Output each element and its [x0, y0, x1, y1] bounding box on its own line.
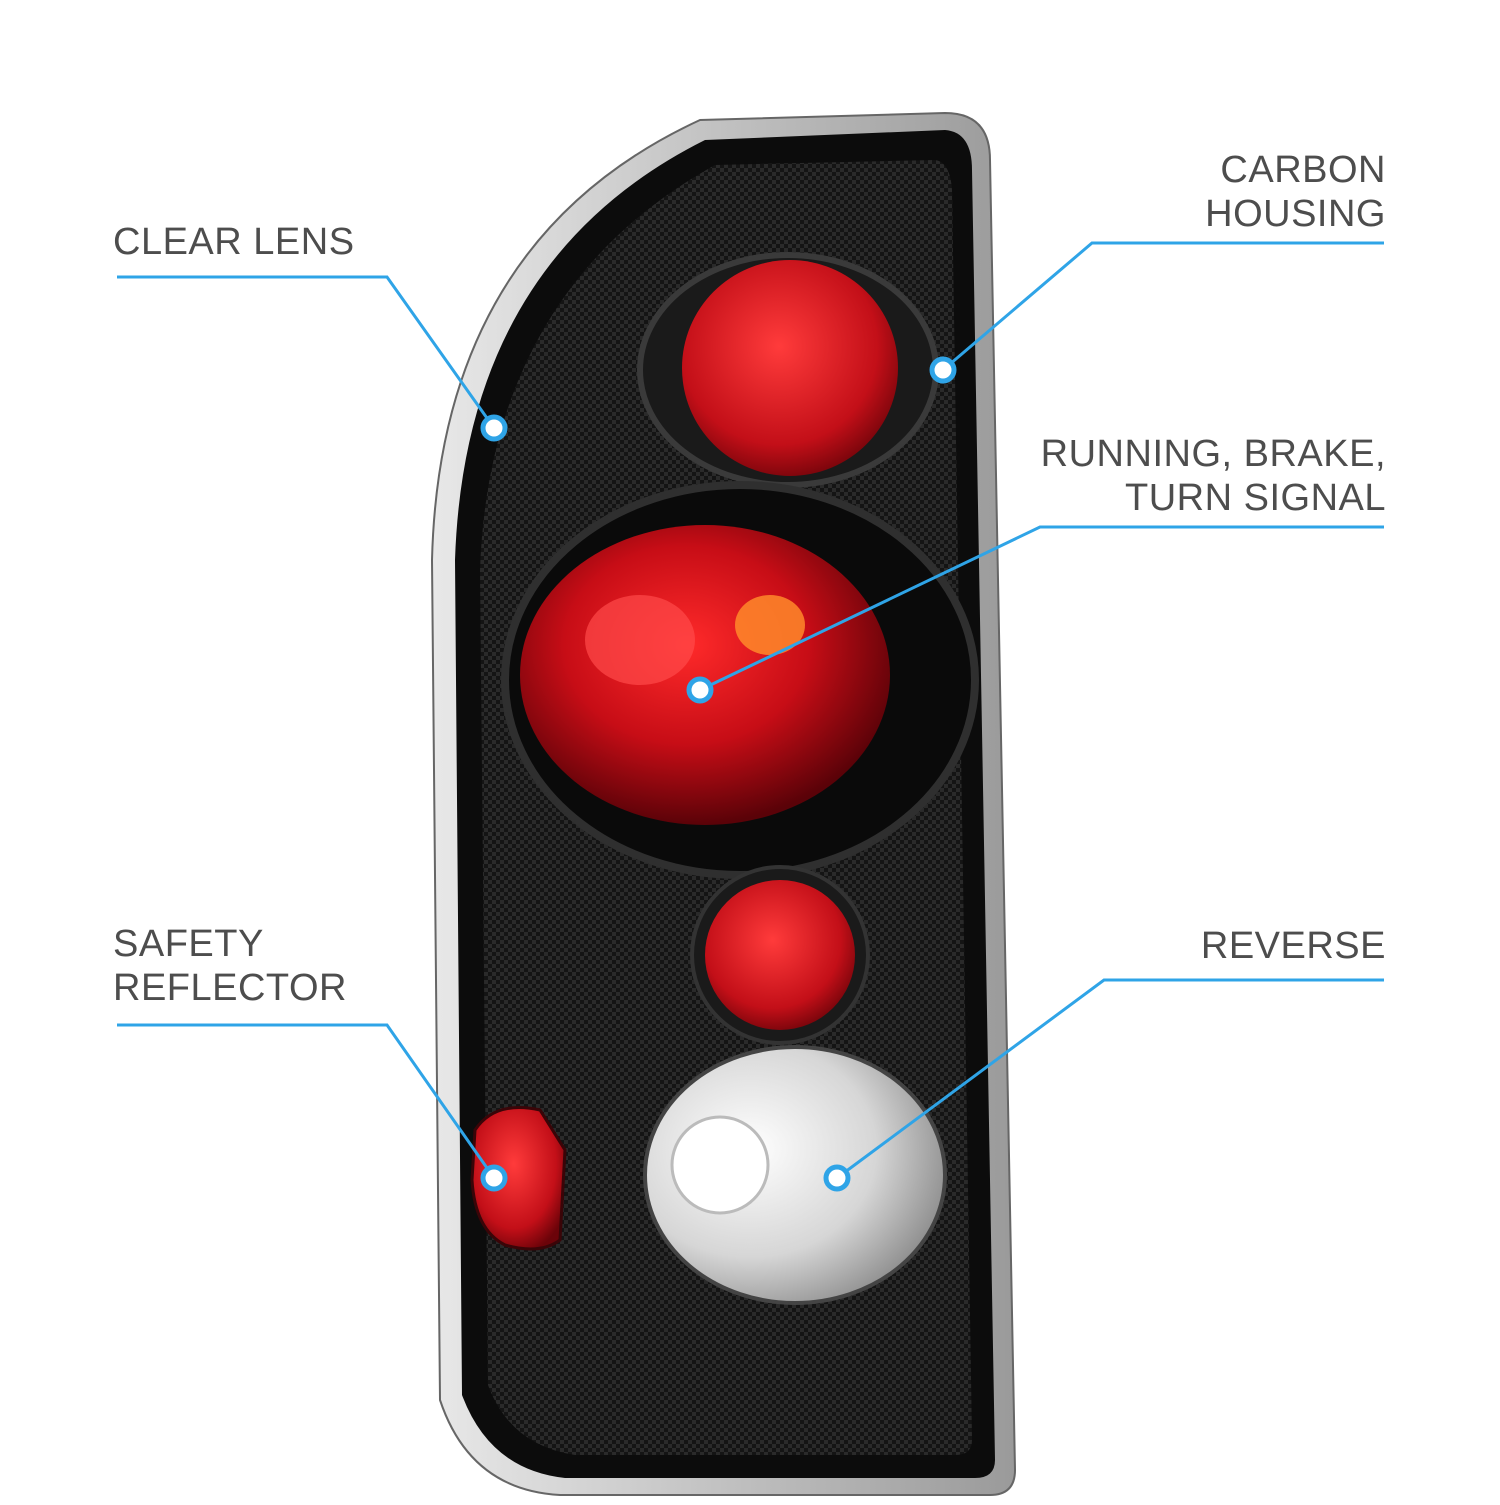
label-carbon-housing: CARBON HOUSING — [1205, 148, 1386, 236]
label-running-line-2: TURN SIGNAL — [1125, 477, 1386, 519]
label-carbon-housing-line-1: CARBON — [1220, 149, 1386, 191]
callout-dot-clear-lens — [480, 414, 508, 442]
label-safety-reflector: SAFETY REFLECTOR — [113, 922, 347, 1010]
callout-line-running-brake — [699, 525, 1384, 692]
callout-line-reverse — [836, 978, 1384, 1180]
label-carbon-housing-line-2: HOUSING — [1205, 193, 1386, 235]
label-running-brake-turn: RUNNING, BRAKE, TURN SIGNAL — [1041, 432, 1386, 520]
label-running-line-1: RUNNING, BRAKE, — [1040, 433, 1386, 475]
main-bulb-glow — [735, 595, 805, 655]
reverse-bulb — [670, 1115, 770, 1215]
callout-line-carbon-housing — [942, 241, 1384, 372]
label-reverse: REVERSE — [1201, 924, 1386, 968]
main-lens-highlight — [585, 595, 695, 685]
callout-dot-running-brake — [686, 676, 714, 704]
reverse-lens — [643, 1045, 947, 1305]
side-safety-reflector — [470, 1106, 567, 1251]
callout-dot-safety-reflector — [480, 1164, 508, 1192]
callout-dot-reverse — [823, 1164, 851, 1192]
label-reverse-line-1: REVERSE — [1200, 925, 1386, 967]
callout-lines — [117, 241, 1384, 1180]
label-safety-line-2: REFLECTOR — [113, 967, 347, 1009]
callout-dots — [480, 356, 957, 1192]
main-red-lens — [520, 525, 890, 825]
mid-red-reflector — [705, 880, 855, 1030]
callout-line-safety-reflector — [117, 1023, 496, 1179]
callout-dot-carbon-housing — [929, 356, 957, 384]
label-clear-lens-line-1: CLEAR LENS — [113, 221, 355, 263]
label-safety-line-1: SAFETY — [113, 923, 264, 965]
callout-line-clear-lens — [117, 275, 496, 429]
top-red-lens — [682, 260, 898, 476]
label-clear-lens: CLEAR LENS — [113, 220, 355, 264]
